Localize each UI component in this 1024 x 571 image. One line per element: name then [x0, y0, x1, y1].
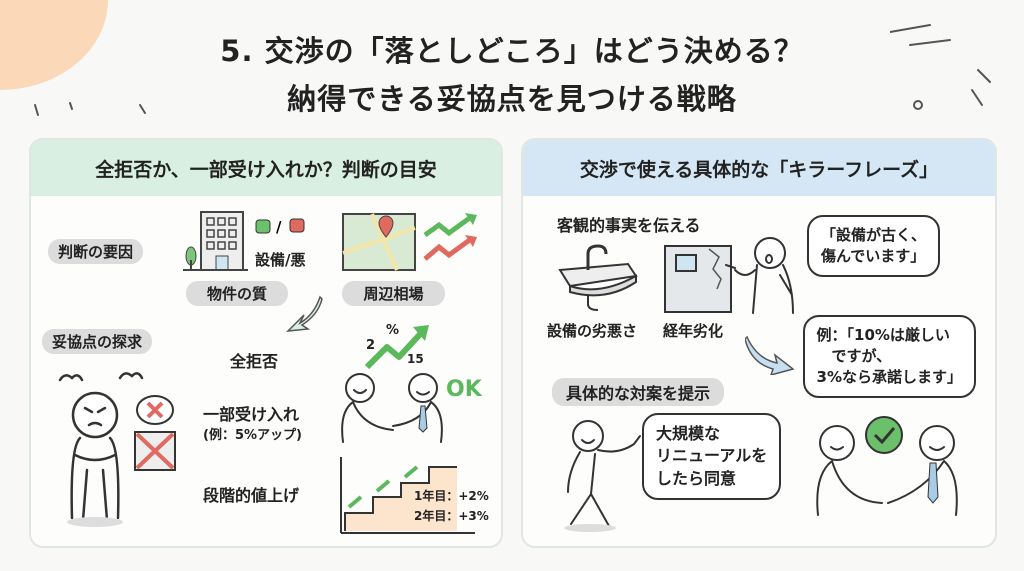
sparkle-lines-icon	[890, 24, 991, 110]
agreement-handshake-illustration	[816, 416, 958, 516]
speech-bubble-counter: 大規模な リニューアルを したら同意	[642, 413, 782, 501]
trend-percent: %	[386, 323, 400, 338]
page-title-line1: 5. 交渉の「落としどころ」はどう決める？	[220, 34, 804, 68]
bubble-counter-line1: 大規模な	[656, 424, 721, 443]
step-values: 1年目：+2% 2年目：+3%	[414, 486, 489, 526]
right-card-header: 交渉で使える具体的な「キラーフレーズ」	[523, 140, 995, 196]
map-icon	[342, 213, 416, 271]
curved-arrow-icon	[745, 335, 795, 375]
ok-label: OK	[446, 377, 482, 402]
left-card-header: 全拒否か、一部受け入れか？判断の目安	[31, 140, 501, 196]
bubble-offer-line2: ですが、	[816, 347, 892, 365]
trend-number-2: 2	[366, 338, 376, 353]
explaining-person-illustration	[725, 237, 794, 314]
thumbs-up-down-icon: /	[255, 218, 305, 236]
page-title-line2: 納得できる妥協点を見つける戦略	[287, 82, 737, 116]
handshake-illustration	[341, 373, 443, 443]
stepwise-label: 段階的値上げ	[203, 486, 300, 505]
down-left-arrow-icon	[285, 295, 323, 332]
market-label: 周辺相場	[342, 281, 445, 306]
bubble-facts-line1: 「設備が古く、	[820, 226, 926, 244]
bubble-counter-line3: したら同意	[656, 468, 737, 488]
building-icon	[183, 211, 248, 271]
quality-note: 設備/悪	[255, 251, 306, 269]
facts-label: 客観的事実を伝える	[557, 216, 701, 235]
trend-number-15: 15	[407, 352, 424, 366]
stepwise-increase-chart	[340, 457, 475, 534]
speech-bubble-offer: 例：「10%は厳しい ですが、 3%なら承諾します」	[802, 315, 976, 398]
partial-accept-example: (例：5%アップ)	[203, 428, 302, 443]
counter-offer-label: 具体的な対案を提示	[552, 378, 725, 406]
step-year1: 1年目：+2%	[414, 489, 489, 503]
bubble-offer-line1: 例：「10%は厳しい	[816, 326, 950, 344]
svg-text:/: /	[276, 218, 282, 236]
bubble-counter-line2: リニューアルを	[656, 446, 768, 466]
bubble-facts-line2: 傷んでいます」	[820, 247, 926, 265]
pointing-person-illustration	[564, 420, 641, 532]
sparkle-dashes-icon	[34, 102, 146, 116]
factors-label: 判断の要因	[48, 239, 144, 264]
broken-sink-icon	[558, 244, 638, 311]
bubble-offer-line3: 3%なら承諾します」	[816, 368, 962, 386]
compromise-label: 妥協点の探求	[42, 329, 153, 354]
step-year2: 2年目：+3%	[414, 509, 489, 523]
partial-accept-label: 一部受け入れ	[203, 405, 300, 424]
angry-person-illustration	[58, 372, 176, 527]
trend-up-arrow-icon	[365, 325, 429, 370]
market-trend-arrows-icon	[423, 213, 477, 261]
quality-label: 物件の質	[186, 281, 288, 306]
reject-label: 全拒否	[230, 352, 279, 371]
speech-bubble-facts: 「設備が古く、 傷んでいます」	[806, 215, 940, 277]
aging-label: 経年劣化	[663, 322, 724, 340]
cracked-wall-icon	[664, 245, 732, 313]
equipment-label: 設備の劣悪さ	[547, 322, 638, 340]
